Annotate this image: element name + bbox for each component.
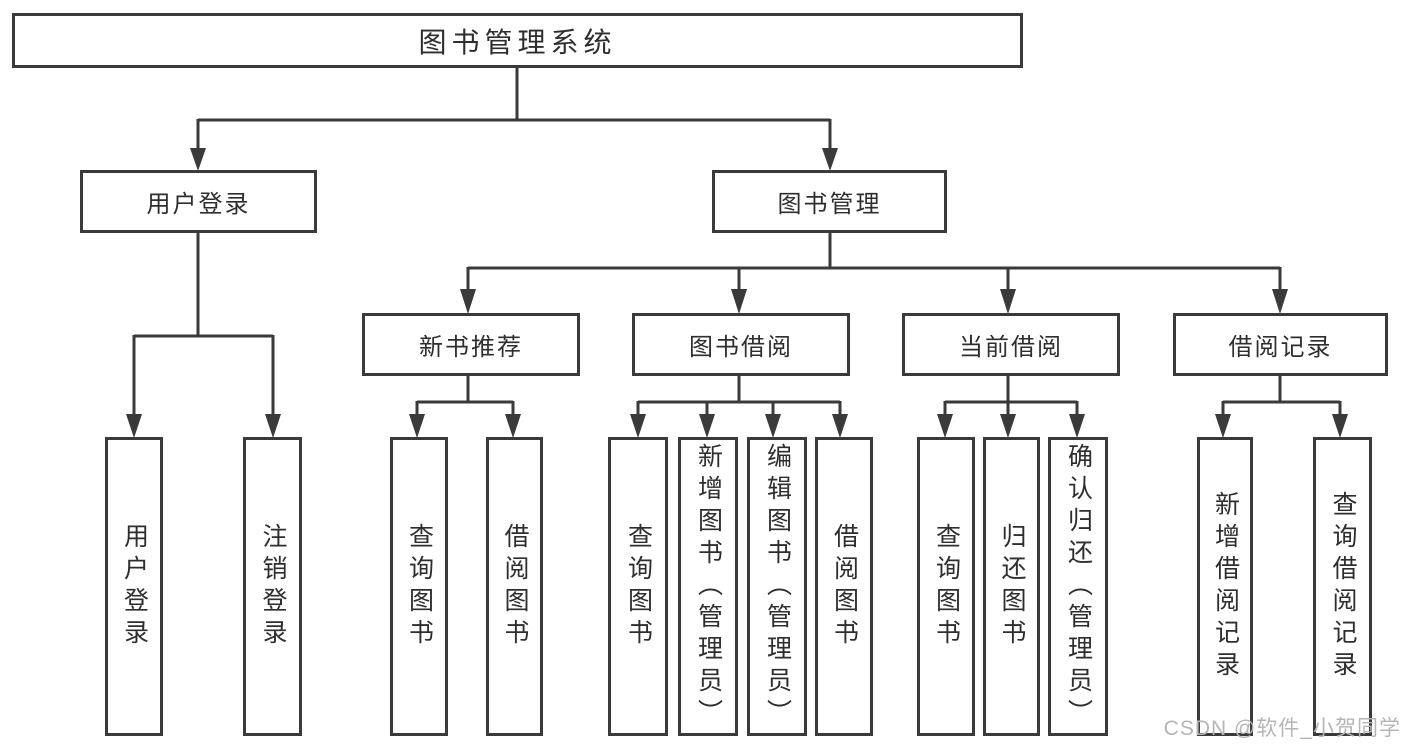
edge-records-to-leaves <box>1215 376 1348 438</box>
leaf-return-books: 归还图书 <box>983 437 1040 736</box>
leaf-confirm-return-admin: 确认归还（管理员） <box>1048 437 1108 736</box>
leaf-label: 注销登录 <box>259 522 287 651</box>
leaf-borrow-books-recommend: 借阅图书 <box>486 437 543 736</box>
arrowhead-icon <box>822 148 838 171</box>
leaf-label: 查询图书 <box>405 522 434 651</box>
node-root-system: 图书管理系统 <box>12 13 1023 68</box>
leaf-label: 查询借阅记录 <box>1329 490 1357 683</box>
arrowhead-icon <box>190 148 206 171</box>
leaf-label: 新增借阅记录 <box>1211 490 1240 683</box>
arrowhead-icon <box>937 414 953 438</box>
arrowhead-icon <box>1332 414 1348 438</box>
leaf-label: 新增图书（管理员） <box>694 442 723 731</box>
leaf-edit-books-admin: 编辑图书（管理员） <box>747 437 807 736</box>
arrowhead-icon <box>1069 414 1085 438</box>
leaf-label: 借阅图书 <box>830 522 859 651</box>
edge-root-to-level2 <box>190 68 838 171</box>
leaf-query-books-recommend: 查询图书 <box>390 437 448 736</box>
leaf-query-borrow-record: 查询借阅记录 <box>1313 437 1372 736</box>
edge-recommend-to-leaves <box>409 376 521 438</box>
arrowhead-icon <box>731 289 747 314</box>
leaf-label: 确认归还（管理员） <box>1064 442 1093 731</box>
arrowhead-icon <box>832 414 848 438</box>
leaf-label: 编辑图书（管理员） <box>763 442 792 731</box>
node-label: 当前借阅 <box>959 334 1063 361</box>
node-label: 新书推荐 <box>419 334 523 361</box>
node-label: 用户登录 <box>146 191 251 218</box>
node-label: 图书管理 <box>777 191 882 218</box>
node-new-book-recommend: 新书推荐 <box>362 313 580 376</box>
edge-borrowing-to-leaves <box>630 376 848 438</box>
edge-book-mgmt-to-level3 <box>460 233 1288 314</box>
leaf-label: 查询图书 <box>624 522 653 651</box>
arrowhead-icon <box>1000 289 1016 314</box>
leaf-label: 用户登录 <box>120 522 149 651</box>
edge-user-login-to-leaves <box>126 233 281 438</box>
arrowhead-icon <box>699 414 715 438</box>
arrowhead-icon <box>1000 414 1016 438</box>
arrowhead-icon <box>1215 414 1231 438</box>
leaf-logout: 注销登录 <box>243 437 302 736</box>
leaf-query-books-current: 查询图书 <box>917 437 975 736</box>
arrowhead-icon <box>765 414 781 438</box>
arrowhead-icon <box>460 289 476 314</box>
arrowhead-icon <box>126 414 142 438</box>
node-book-management: 图书管理 <box>712 170 947 233</box>
arrowhead-icon <box>630 414 646 438</box>
arrowhead-icon <box>265 414 281 438</box>
leaf-label: 归还图书 <box>998 522 1026 651</box>
leaf-label: 借阅图书 <box>501 522 529 651</box>
leaf-label: 查询图书 <box>932 522 961 651</box>
node-current-borrowing: 当前借阅 <box>902 313 1120 376</box>
node-user-login-branch: 用户登录 <box>80 170 317 233</box>
node-borrowing-records: 借阅记录 <box>1173 313 1388 376</box>
node-book-borrowing: 图书借阅 <box>632 313 850 376</box>
edge-current-to-leaves <box>937 376 1085 438</box>
arrowhead-icon <box>1272 289 1288 314</box>
leaf-add-books-admin: 新增图书（管理员） <box>678 437 738 736</box>
node-label: 图书借阅 <box>689 334 793 361</box>
leaf-borrow-books-borrowing: 借阅图书 <box>815 437 873 736</box>
leaf-query-books-borrowing: 查询图书 <box>608 437 668 736</box>
node-label: 借阅记录 <box>1228 334 1333 361</box>
arrowhead-icon <box>505 414 521 438</box>
leaf-add-borrow-record: 新增借阅记录 <box>1197 437 1253 736</box>
leaf-user-login: 用户登录 <box>105 437 163 736</box>
node-root-label: 图书管理系统 <box>418 26 617 58</box>
arrowhead-icon <box>409 414 425 438</box>
watermark: CSDN @软件_小贺同学 <box>1163 717 1401 740</box>
